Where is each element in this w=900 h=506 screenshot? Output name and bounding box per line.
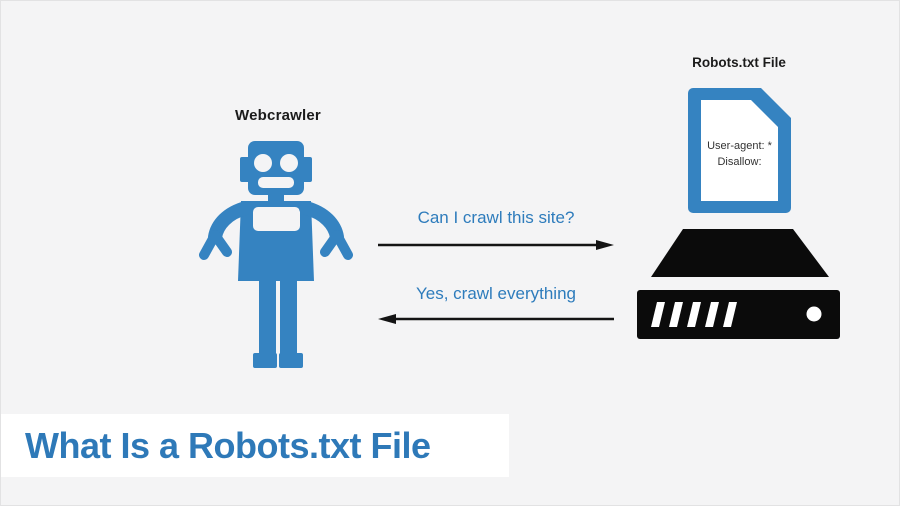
server-icon (637, 229, 840, 340)
robots-txt-file-label: Robots.txt File (692, 55, 786, 70)
robot-icon (191, 131, 361, 371)
request-message: Can I crawl this site? (417, 208, 575, 227)
response-message: Yes, crawl everything (415, 284, 576, 303)
robots-txt-line-disallow: Disallow: (717, 156, 762, 168)
arrow-right-icon (377, 237, 615, 253)
title-band: What Is a Robots.txt File (1, 414, 509, 477)
webcrawler-label: Webcrawler (235, 107, 321, 124)
robots-txt-line-user-agent: User-agent: * (707, 140, 772, 152)
robots-txt-content: User-agent: * Disallow: (696, 138, 783, 170)
arrow-left-icon (377, 311, 615, 327)
document-icon (688, 88, 791, 213)
page-title: What Is a Robots.txt File (25, 424, 431, 466)
